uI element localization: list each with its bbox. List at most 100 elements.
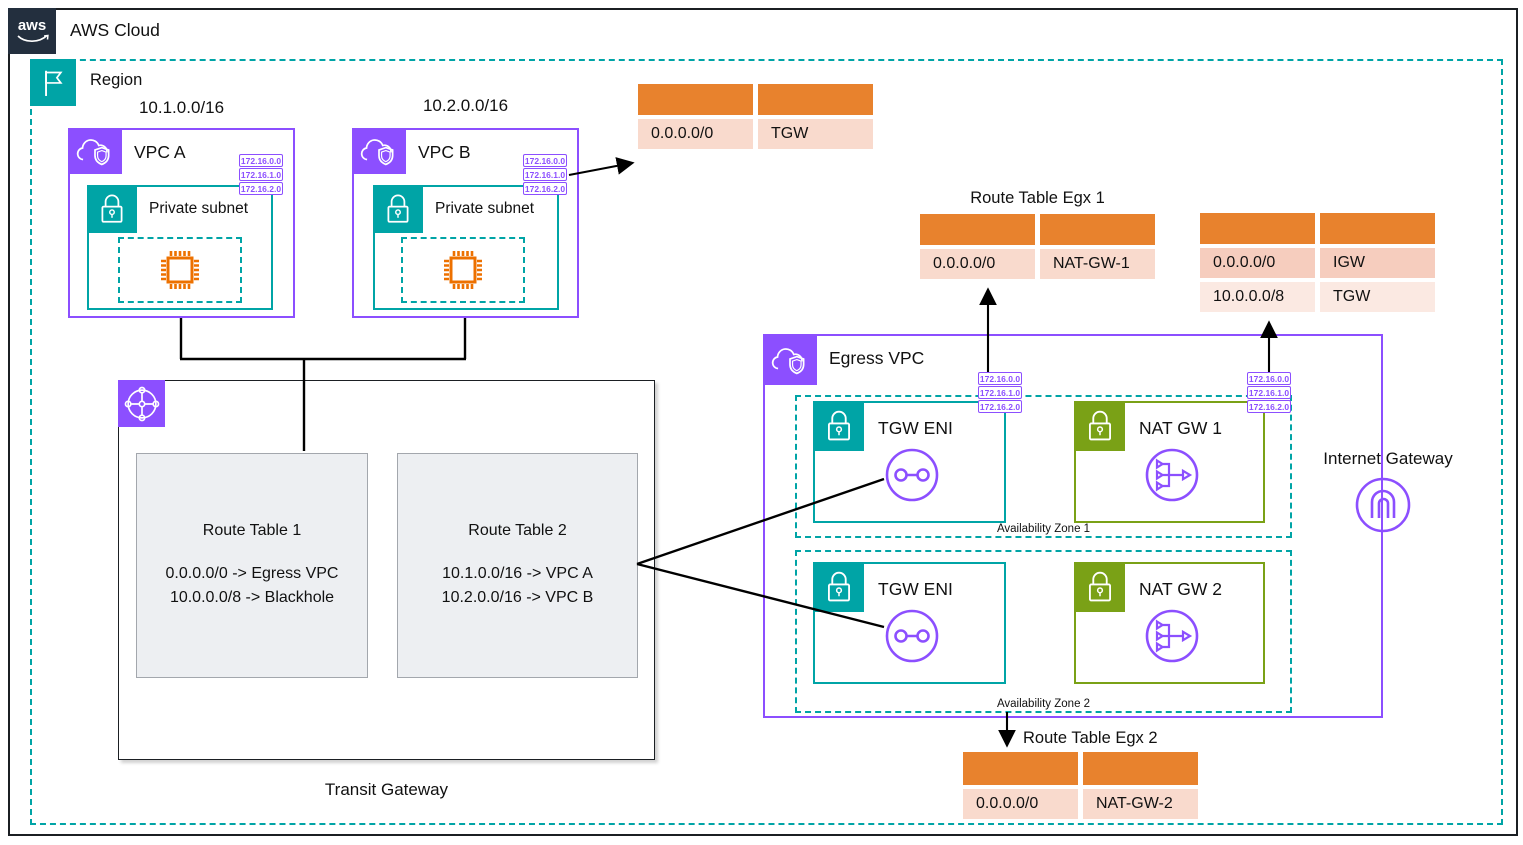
aws-logo: aws <box>8 8 56 54</box>
vpc-icon <box>352 128 406 174</box>
ip-label: 172.16.0.0 <box>978 372 1022 385</box>
egress-vpc-title: Egress VPC <box>829 348 925 368</box>
route-table-1-title: Route Table 1 <box>202 521 302 539</box>
availability-zone-2: Availability Zone 2 <box>795 550 1292 713</box>
ip-label: 172.16.0.0 <box>523 154 567 167</box>
ip-label: 172.16.2.0 <box>1247 400 1291 413</box>
vpc-b-ip-stack: 172.16.0.0 172.16.1.0 172.16.2.0 <box>523 154 567 195</box>
tgw-eni-label: TGW ENI <box>878 418 953 438</box>
nat-gw-2: NAT GW 2 <box>1074 562 1265 684</box>
tgw-eni-az1: TGW ENI <box>813 401 1006 523</box>
ip-label: 172.16.2.0 <box>239 182 283 195</box>
route-target: NAT-GW-2 <box>1083 789 1198 819</box>
route-target: NAT-GW-1 <box>1040 249 1155 279</box>
vpc-route-table: 0.0.0.0/0 TGW <box>638 84 873 149</box>
egress-ip-stack-right: 172.16.0.0 172.16.1.0 172.16.2.0 <box>1247 372 1291 413</box>
nat-gateway-icon <box>1145 609 1199 663</box>
internet-gateway-icon <box>1355 477 1411 533</box>
vpc-a-container: VPC A Private subnet <box>68 128 295 318</box>
vpc-icon <box>763 334 817 385</box>
route-table-header-cell <box>1320 213 1435 244</box>
tgw-eni-az2: TGW ENI <box>813 562 1006 684</box>
ip-label: 172.16.0.0 <box>1247 372 1291 385</box>
vpc-b-cidr: 10.2.0.0/16 <box>422 96 509 115</box>
route-table-egx1-title: Route Table Egx 1 <box>970 189 1105 207</box>
vpc-a-cidr: 10.1.0.0/16 <box>138 98 225 117</box>
nat-gw-2-label: NAT GW 2 <box>1139 579 1222 599</box>
public-route-table: 0.0.0.0/0 IGW 10.0.0.0/8 TGW <box>1200 213 1435 312</box>
nat-gateway-icon <box>1145 448 1199 502</box>
route-table-1: Route Table 1 0.0.0.0/0 -> Egress VPC 10… <box>136 453 368 678</box>
vpc-b-private-subnet: Private subnet <box>373 185 559 310</box>
route-table-header-cell <box>1200 213 1315 244</box>
route-table-header-cell <box>1040 214 1155 245</box>
nat-gw-1: NAT GW 1 <box>1074 401 1265 523</box>
instance-placement <box>118 237 242 303</box>
route-target: TGW <box>1320 282 1435 312</box>
lock-icon <box>813 401 864 451</box>
route-table-header-cell <box>638 84 753 115</box>
route-destination: 0.0.0.0/0 <box>1200 248 1315 278</box>
instance-placement <box>401 237 525 303</box>
lock-icon <box>373 185 423 233</box>
ec2-instance-icon <box>161 251 199 289</box>
lock-icon <box>813 562 864 612</box>
route-table-header-cell <box>758 84 873 115</box>
transit-gateway-container: Route Table 1 0.0.0.0/0 -> Egress VPC 10… <box>118 380 655 760</box>
route-table-header-cell <box>920 214 1035 245</box>
ip-label: 172.16.2.0 <box>523 182 567 195</box>
availability-zone-1: Availability Zone 1 <box>795 395 1292 538</box>
ec2-instance-icon <box>444 251 482 289</box>
route-table-egx2: 0.0.0.0/0 NAT-GW-2 <box>963 752 1198 819</box>
az2-label: Availability Zone 2 <box>996 698 1091 710</box>
route-destination: 0.0.0.0/0 <box>638 119 753 149</box>
route-table-2: Route Table 2 10.1.0.0/16 -> VPC A 10.2.… <box>397 453 638 678</box>
aws-cloud-label: AWS Cloud <box>70 20 160 40</box>
vpc-b-container: VPC B Private subnet <box>352 128 579 318</box>
route-entry: 10.1.0.0/16 -> VPC A <box>442 564 593 582</box>
route-table-egx1: 0.0.0.0/0 NAT-GW-1 <box>920 214 1155 279</box>
ip-label: 172.16.2.0 <box>978 400 1022 413</box>
ip-label: 172.16.1.0 <box>1247 386 1291 399</box>
route-table-header-cell <box>1083 752 1198 785</box>
ip-label: 172.16.1.0 <box>239 168 283 181</box>
vpc-b-title: VPC B <box>418 142 471 162</box>
egress-ip-stack-left: 172.16.0.0 172.16.1.0 172.16.2.0 <box>978 372 1022 413</box>
route-destination: 0.0.0.0/0 <box>920 249 1035 279</box>
region-label: Region <box>90 71 143 89</box>
aws-logo-icon: aws <box>17 17 49 43</box>
aws-cloud-container <box>8 8 1518 836</box>
region-flag-icon <box>30 59 76 106</box>
ip-label: 172.16.1.0 <box>523 168 567 181</box>
route-destination: 10.0.0.0/8 <box>1200 282 1315 312</box>
route-table-egx2-title: Route Table Egx 2 <box>1023 729 1158 747</box>
route-table-header-cell <box>963 752 1078 785</box>
az1-label: Availability Zone 1 <box>996 523 1091 535</box>
tgw-eni-label: TGW ENI <box>878 579 953 599</box>
vpc-a-title: VPC A <box>134 142 186 162</box>
lock-icon <box>1074 562 1125 612</box>
eni-icon <box>885 609 939 663</box>
region-container <box>30 59 1503 825</box>
vpc-a-ip-stack: 172.16.0.0 172.16.1.0 172.16.2.0 <box>239 154 283 195</box>
lock-icon <box>87 185 137 233</box>
nat-gw-1-label: NAT GW 1 <box>1139 418 1222 438</box>
vpc-a-private-subnet: Private subnet <box>87 185 273 310</box>
route-table-2-title: Route Table 2 <box>468 521 567 539</box>
internet-gateway-label: Internet Gateway <box>1323 449 1453 468</box>
transit-gateway-label: Transit Gateway <box>324 780 449 799</box>
transit-gateway-icon <box>118 380 165 427</box>
route-entry: 10.0.0.0/8 -> Blackhole <box>169 588 335 606</box>
svg-text:aws: aws <box>18 17 46 34</box>
vpc-a-subnet-label: Private subnet <box>149 200 249 217</box>
route-entry: 0.0.0.0/0 -> Egress VPC <box>165 564 339 582</box>
route-destination: 0.0.0.0/0 <box>963 789 1078 819</box>
vpc-icon <box>68 128 122 174</box>
eni-icon <box>885 448 939 502</box>
route-target: TGW <box>758 119 873 149</box>
lock-icon <box>1074 401 1125 451</box>
ip-label: 172.16.1.0 <box>978 386 1022 399</box>
vpc-b-subnet-label: Private subnet <box>435 200 535 217</box>
route-target: IGW <box>1320 248 1435 278</box>
